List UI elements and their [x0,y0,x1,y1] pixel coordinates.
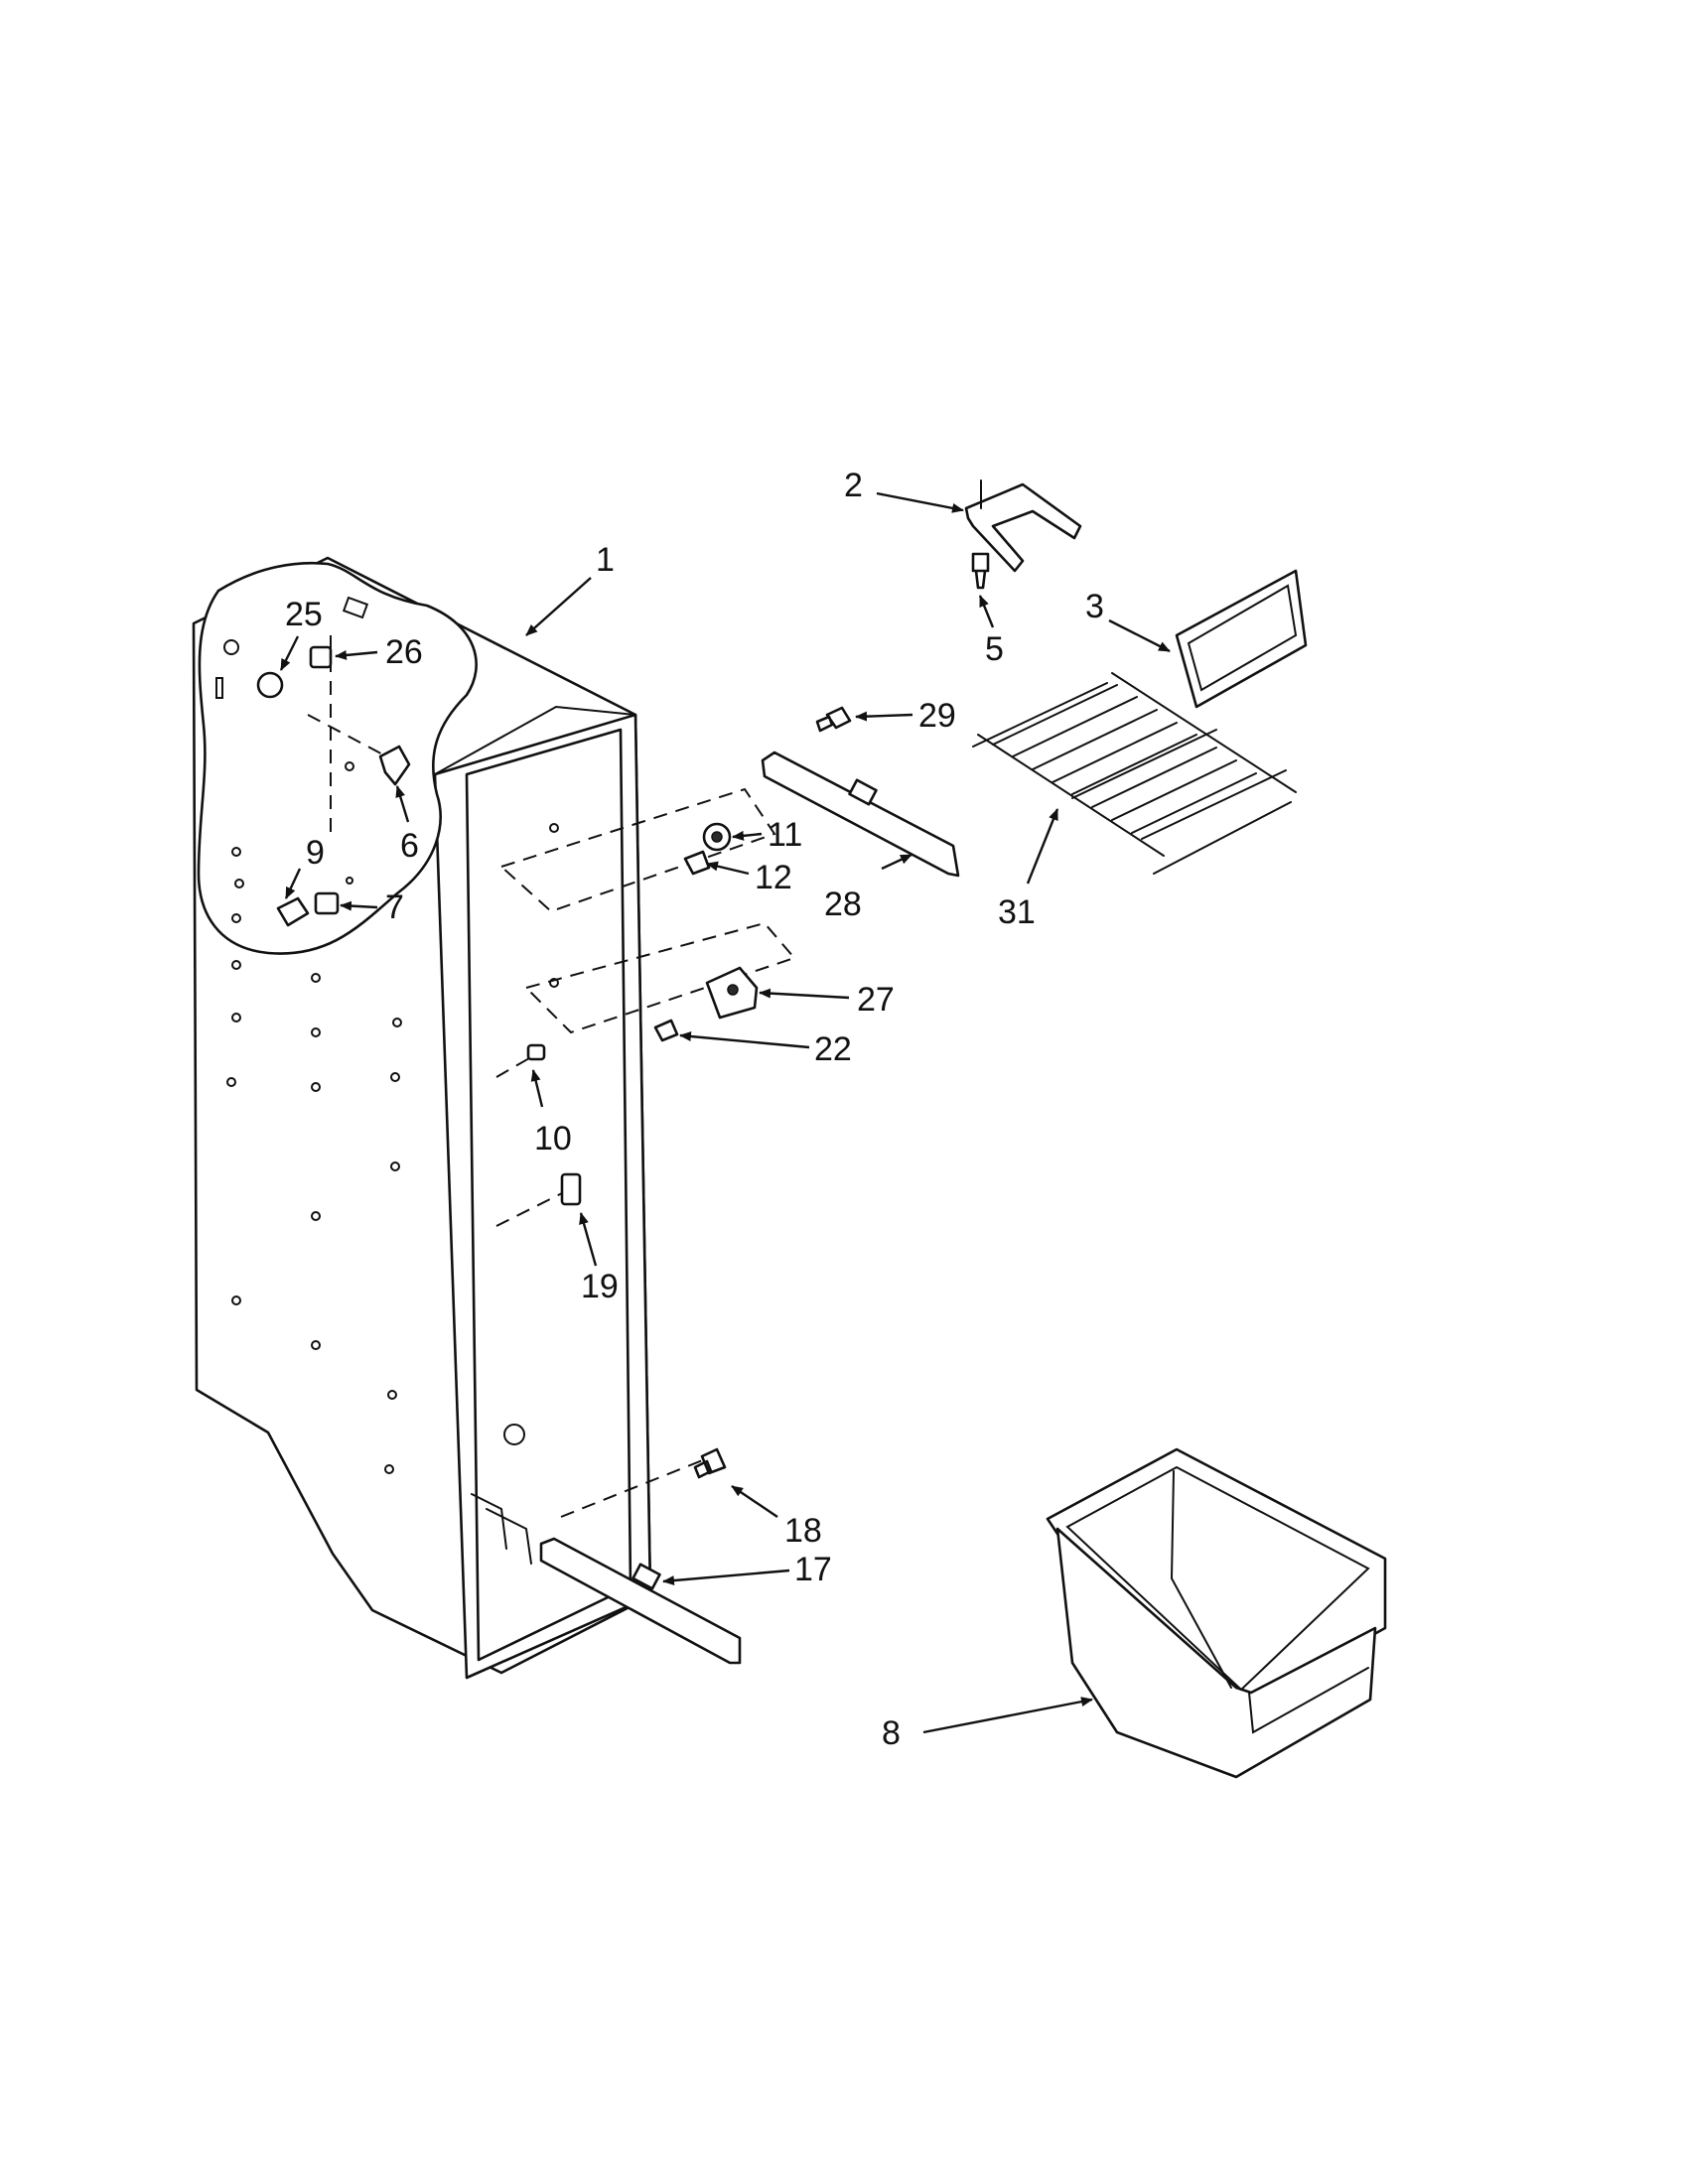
bracket-hole-icon [727,984,739,996]
shelf-front-part-3 [1175,569,1308,709]
screw-part-5 [971,552,990,590]
storage-bin-part-8 [1046,1447,1387,1779]
bolt-part-12 [683,850,711,876]
callout-26: 26 [385,633,423,671]
wire-shelf-part-31 [972,672,1297,875]
callout-31: 31 [998,893,1036,931]
leader-lines [279,491,1171,1734]
screw-part-18 [693,1447,727,1479]
callout-1: 1 [596,541,615,579]
lower-rail-tab [632,1563,661,1590]
upper-slide-rail [761,751,960,878]
callout-19: 19 [581,1268,619,1305]
callout-18: 18 [784,1512,822,1550]
callout-8: 8 [882,1714,901,1752]
callout-3: 3 [1085,588,1104,625]
callout-7: 7 [385,888,404,926]
callout-5: 5 [985,630,1004,668]
callout-12: 12 [755,859,792,896]
screw-part-22 [653,1019,679,1042]
screw-part-29 [815,706,852,733]
upper-rail-tab [848,778,878,806]
callout-11: 11 [768,816,802,854]
roller-hub-icon [711,831,723,843]
callout-22: 22 [814,1030,852,1068]
callout-9: 9 [306,834,325,872]
callout-labels: 1 2 3 5 6 7 8 9 10 11 12 17 18 19 22 25 … [285,467,1104,1752]
callout-29: 29 [918,697,956,735]
callout-28: 28 [824,886,862,923]
bracket-part-2 [964,482,1082,573]
callout-27: 27 [857,981,895,1019]
callout-25: 25 [285,596,323,633]
freezer-liner [192,556,796,1680]
callout-6: 6 [400,827,419,865]
callout-10: 10 [534,1120,572,1158]
callout-17: 17 [794,1551,832,1588]
callout-2: 2 [844,467,863,504]
lower-slide-rail [539,1537,742,1665]
